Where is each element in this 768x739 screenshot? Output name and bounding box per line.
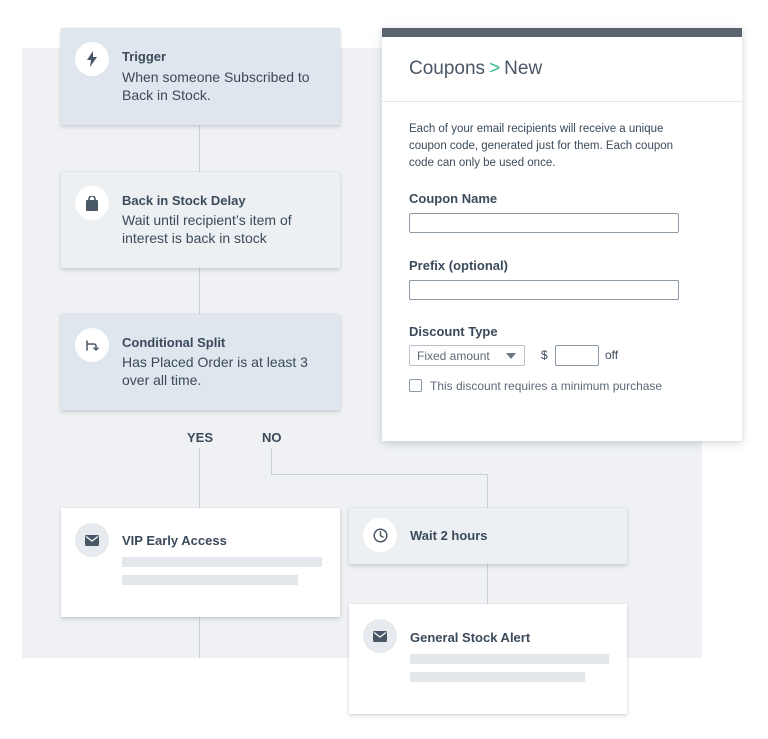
- conditional-split-card[interactable]: Conditional Split Has Placed Order is at…: [61, 314, 340, 410]
- breadcrumb-separator: >: [489, 58, 501, 79]
- connector-trigger-delay: [199, 125, 200, 172]
- coupon-name-input[interactable]: [409, 213, 679, 233]
- coupon-intro-text: Each of your email recipients will recei…: [409, 123, 674, 169]
- connector-no-branch-across: [271, 474, 488, 475]
- trigger-card[interactable]: Trigger When someone Subscribed to Back …: [61, 28, 340, 125]
- minimum-purchase-label[interactable]: This discount requires a minimum purchas…: [430, 379, 663, 393]
- split-title: Conditional Split: [122, 335, 226, 350]
- connector-yes-branch: [199, 448, 200, 508]
- discount-amount-input[interactable]: [555, 345, 599, 366]
- delay-description: Wait until recipient’s item of interest …: [122, 212, 292, 246]
- connector-vip-continue: [199, 617, 200, 658]
- trigger-description: When someone Subscribed to Back in Stock…: [122, 69, 310, 103]
- yes-branch-label: YES: [187, 430, 214, 445]
- clock-icon: [363, 518, 397, 552]
- shopping-bag-icon: [75, 186, 109, 220]
- general-email-preview-line-1: [410, 654, 609, 664]
- breadcrumb: Coupons>New: [409, 58, 542, 80]
- delay-title: Back in Stock Delay: [122, 193, 246, 208]
- general-email-title: General Stock Alert: [410, 630, 531, 645]
- vip-email-card[interactable]: VIP Early Access: [61, 508, 340, 617]
- connector-no-branch-to-wait: [487, 474, 488, 508]
- panel-top-bar: [382, 28, 742, 37]
- trigger-title: Trigger: [122, 49, 167, 64]
- minimum-purchase-checkbox[interactable]: [409, 379, 422, 392]
- coupon-name-label: Coupon Name: [409, 191, 498, 206]
- wait-title: Wait 2 hours: [410, 528, 488, 543]
- split-icon: [75, 328, 109, 362]
- currency-symbol: $: [541, 348, 548, 362]
- breadcrumb-current: New: [504, 58, 543, 79]
- panel-divider: [382, 101, 742, 102]
- wait-card[interactable]: Wait 2 hours: [349, 508, 627, 564]
- amount-suffix: off: [605, 348, 619, 362]
- chevron-down-icon: [506, 353, 516, 359]
- no-branch-label: NO: [262, 430, 282, 445]
- breadcrumb-coupons[interactable]: Coupons: [409, 58, 486, 79]
- discount-type-label: Discount Type: [409, 324, 498, 339]
- vip-email-preview-line-2: [122, 575, 298, 585]
- delay-card[interactable]: Back in Stock Delay Wait until recipient…: [61, 172, 340, 268]
- general-email-card[interactable]: General Stock Alert: [349, 604, 627, 714]
- lightning-icon: [75, 42, 109, 76]
- vip-email-preview-line-1: [122, 557, 322, 567]
- prefix-label: Prefix (optional): [409, 258, 508, 273]
- envelope-icon: [363, 619, 397, 653]
- general-email-preview-line-2: [410, 672, 585, 682]
- connector-delay-split: [199, 268, 200, 314]
- connector-wait-general: [487, 564, 488, 604]
- envelope-icon: [75, 523, 109, 557]
- split-description: Has Placed Order is at least 3 over all …: [122, 354, 308, 388]
- vip-email-title: VIP Early Access: [122, 533, 227, 548]
- coupon-panel: Coupons>New Each of your email recipient…: [382, 28, 742, 441]
- connector-no-branch-down: [271, 448, 272, 475]
- discount-type-select[interactable]: Fixed amount: [409, 345, 525, 366]
- discount-type-value: Fixed amount: [417, 349, 490, 363]
- prefix-input[interactable]: [409, 280, 679, 300]
